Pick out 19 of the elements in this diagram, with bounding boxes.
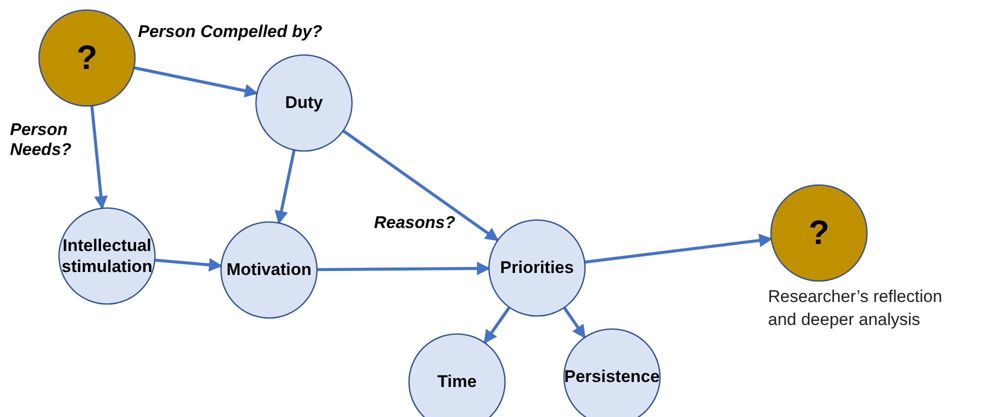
arrow <box>134 66 258 98</box>
node-caption: Researcher’s reflection and deeper analysis <box>768 286 944 331</box>
arrow <box>154 258 223 272</box>
arrow <box>562 306 586 339</box>
node-label: Motivation <box>226 259 312 281</box>
edge-label: Person Compelled by? <box>138 22 322 42</box>
arrow <box>342 130 499 242</box>
question-mark: ? <box>76 38 98 79</box>
node-label: Persistence <box>564 366 660 388</box>
arrow <box>274 150 296 224</box>
node-label: Intellectual stimulation <box>60 234 154 278</box>
arrow <box>317 262 490 276</box>
arrow <box>90 106 108 210</box>
node-label: Priorities <box>500 257 574 279</box>
arrow <box>584 234 773 264</box>
arrow <box>483 306 511 344</box>
question-mark: ? <box>808 212 830 254</box>
node-label: Duty <box>285 92 323 114</box>
node-label: Time <box>437 371 477 393</box>
